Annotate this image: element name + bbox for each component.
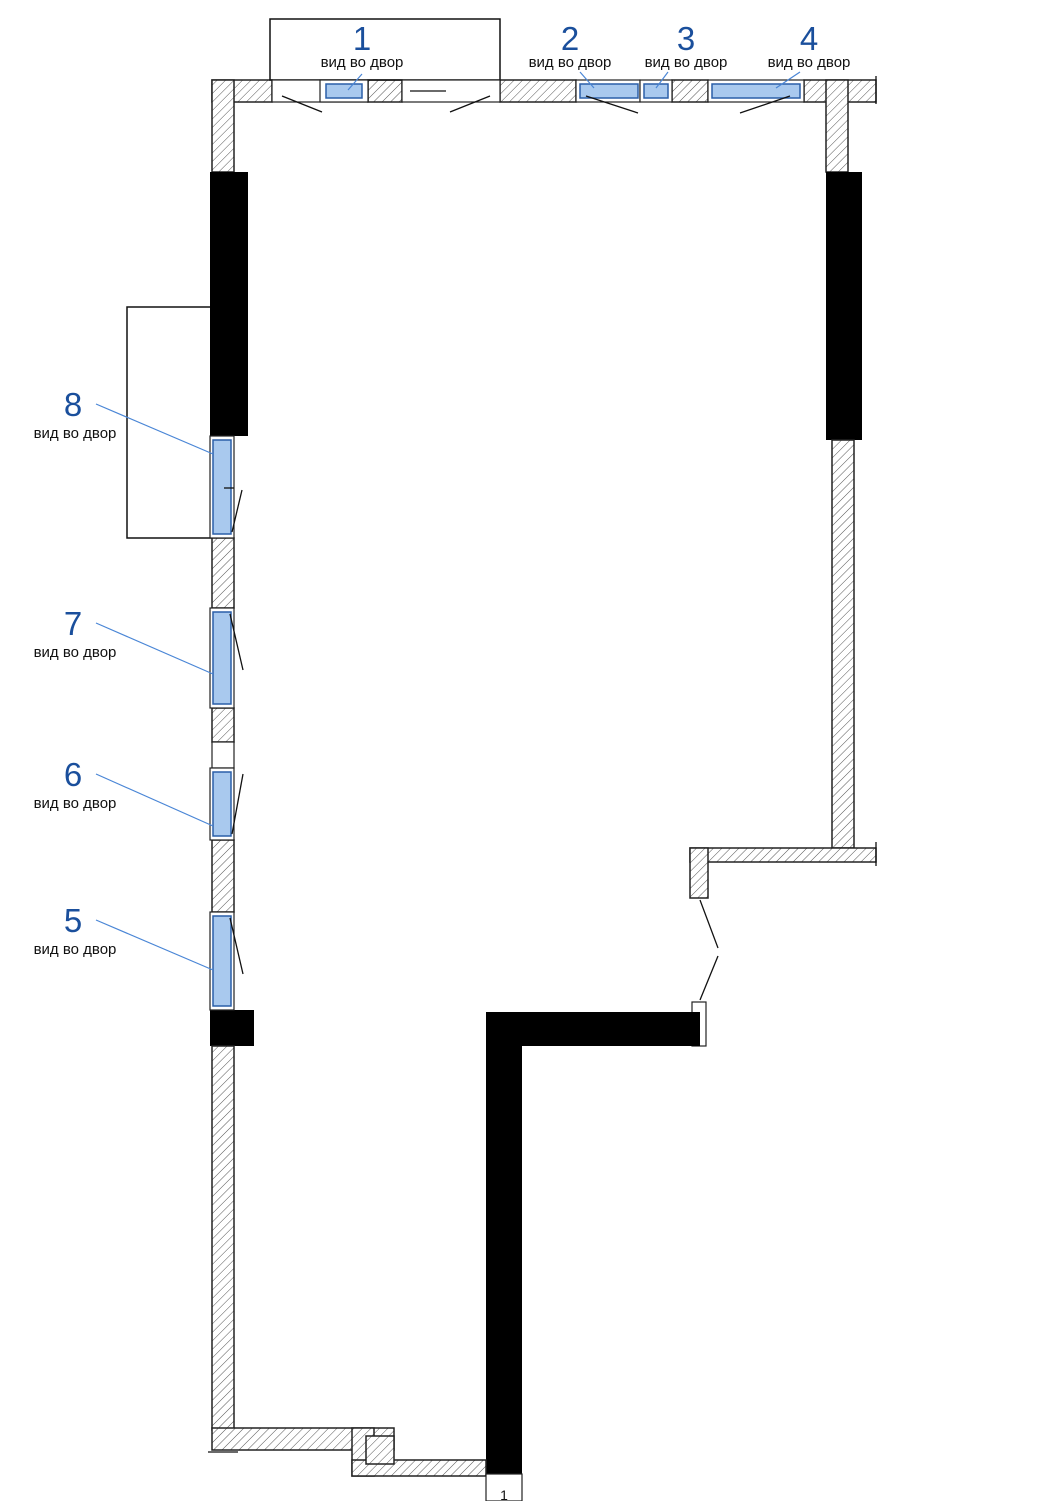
label-window-6: 6 вид во двор [34,756,117,812]
window-3-graphic [639,79,673,103]
leader-window-8 [95,403,214,455]
window-caption: вид во двор [34,941,117,958]
window-caption: вид во двор [529,54,612,71]
inner-partition [486,1012,700,1474]
label-window-8: 8 вид во двор [34,386,117,442]
window-8-graphic [209,435,243,539]
window-caption: вид во двор [34,425,117,442]
top-balcony-outline [269,18,501,81]
window-number: 8 [64,386,82,423]
window-number: 1 [353,20,371,57]
window-caption: вид во двор [321,54,404,71]
window-1-graphic [271,79,501,113]
window-caption: вид во двор [768,54,851,71]
left-balcony-outline [126,306,212,539]
leader-window-5 [95,919,214,971]
label-window-4: 4 вид во двор [768,20,851,71]
window-2-graphic [575,79,641,114]
right-wall [689,172,877,1047]
bottom-mark: 1 [500,1487,508,1501]
leader-window-4 [775,71,801,89]
window-4-graphic [707,79,805,114]
leader-window-6 [95,773,214,827]
window-number: 3 [677,20,695,57]
label-window-2: 2 вид во двор [529,20,612,71]
window-5-graphic [209,911,244,1011]
label-window-7: 7 вид во двор [34,605,117,661]
window-caption: вид во двор [34,644,117,661]
leader-window-3 [655,71,669,89]
label-window-5: 5 вид во двор [34,902,117,958]
window-number: 5 [64,902,82,939]
leader-window-2 [579,71,595,89]
window-6-graphic [209,767,244,841]
window-number: 6 [64,756,82,793]
window-number: 4 [800,20,818,57]
window-caption: вид во двор [645,54,728,71]
bottom-wall [208,1427,523,1501]
label-window-1: 1 вид во двор [321,20,404,71]
window-number: 2 [561,20,579,57]
leader-window-7 [95,622,214,675]
window-caption: вид во двор [34,795,117,812]
window-7-graphic [209,607,244,709]
leader-window-1 [347,73,363,91]
label-window-3: 3 вид во двор [645,20,728,71]
window-number: 7 [64,605,82,642]
